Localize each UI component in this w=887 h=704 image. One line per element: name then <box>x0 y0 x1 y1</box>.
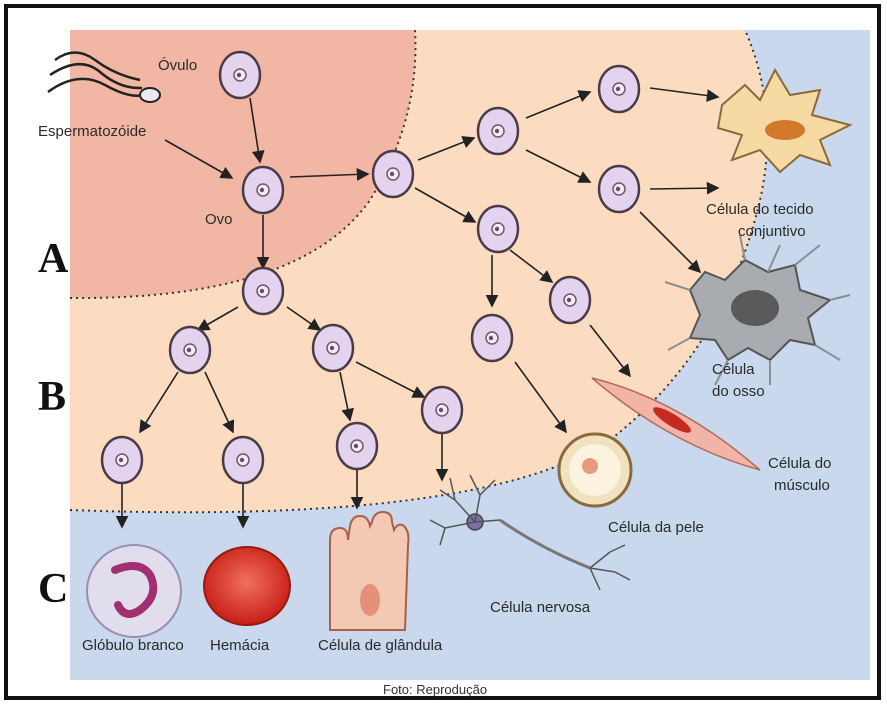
skin-cell-label: Célula da pele <box>608 519 704 536</box>
stem-cell-icon <box>243 167 283 213</box>
connective-tissue-label-line2: conjuntivo <box>738 223 806 240</box>
bone-cell-label-line1: Célula <box>712 361 755 378</box>
muscle-cell-label-line2: músculo <box>774 477 830 494</box>
stem-cell-icon <box>373 151 413 197</box>
photo-credit: Foto: Reprodução <box>383 682 487 697</box>
gland-cell-icon <box>330 512 409 630</box>
white-blood-cell-label: Glóbulo branco <box>82 637 184 654</box>
stem-cell-icon <box>313 325 353 371</box>
red-blood-cell-icon <box>204 547 290 625</box>
espermatozoide-label: Espermatozóide <box>38 123 146 140</box>
stem-cell-icon <box>599 166 639 212</box>
stem-cell-icon <box>337 423 377 469</box>
stem-cell-icon <box>223 437 263 483</box>
ovo-label: Ovo <box>205 211 233 228</box>
stem-cell-icon <box>422 387 462 433</box>
skin-cell-icon <box>559 434 631 506</box>
muscle-cell-label-line1: Célula do <box>768 455 831 472</box>
zone-c-label: C <box>38 566 68 612</box>
stem-cell-icon <box>170 327 210 373</box>
zone-a-label: A <box>38 236 69 282</box>
stem-cell-icon <box>220 52 260 98</box>
stem-cell-icon <box>472 315 512 361</box>
stem-cell-icon <box>550 277 590 323</box>
stem-cell-icon <box>478 206 518 252</box>
white-blood-cell-icon <box>87 545 181 637</box>
stem-cell-icon <box>478 108 518 154</box>
ovulo-label: Óvulo <box>158 57 197 74</box>
red-blood-cell-label: Hemácia <box>210 637 270 654</box>
stem-cell-icon <box>243 268 283 314</box>
bone-cell-label-line2: do osso <box>712 383 765 400</box>
connective-tissue-label-line1: Célula do tecido <box>706 201 814 218</box>
gland-cell-label: Célula de glândula <box>318 637 443 654</box>
stem-cell-icon <box>599 66 639 112</box>
nerve-cell-label: Célula nervosa <box>490 599 591 616</box>
zone-b-label: B <box>38 374 66 420</box>
stem-cell-icon <box>102 437 142 483</box>
